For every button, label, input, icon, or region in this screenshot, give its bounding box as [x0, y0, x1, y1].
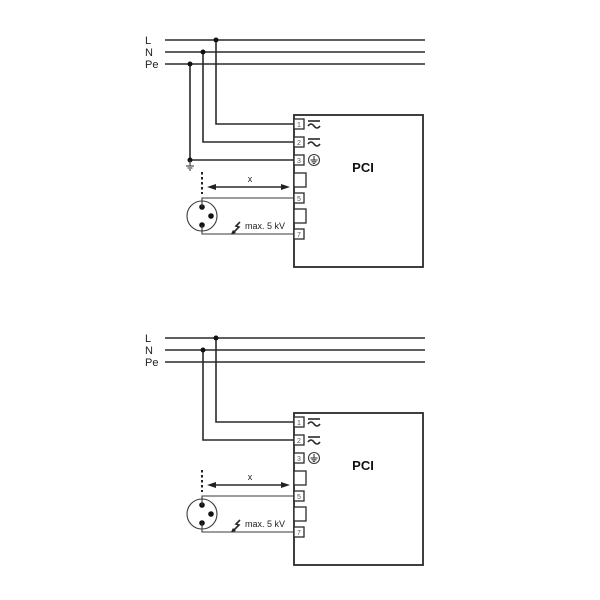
terminal-number-7: 7 — [297, 232, 301, 239]
wire-l-to-terminal-1 — [215, 40, 294, 125]
terminal-3 — [293, 452, 305, 464]
ac-wave — [307, 123, 321, 129]
wire-l-to-terminal-1 — [215, 338, 294, 423]
terminal-number-3: 3 — [297, 456, 301, 463]
terminal-number-2: 2 — [297, 438, 301, 445]
terminal-4 — [293, 470, 307, 486]
junction-dot — [200, 347, 206, 353]
surge-arrow-icon — [231, 221, 241, 234]
wire-connector-to-terminal-5 — [201, 495, 294, 505]
ground-icon — [186, 160, 194, 171]
terminal-number-3: 3 — [297, 158, 301, 165]
terminal-4 — [293, 172, 307, 188]
terminal-6 — [293, 208, 307, 224]
distance-label: x — [248, 174, 253, 184]
junction-dot — [213, 335, 219, 341]
ac-symbol-icon — [307, 138, 321, 147]
ac-wave — [307, 141, 321, 147]
connector-pin — [208, 511, 214, 517]
wire-pe-to-terminal-3 — [189, 64, 294, 161]
terminal-number-1: 1 — [297, 420, 301, 427]
connector-pin — [208, 213, 214, 219]
voltage-label: max. 5 kV — [245, 221, 285, 231]
bus-label-l: L — [145, 35, 151, 47]
ac-wave — [307, 439, 321, 445]
terminal-number-1: 1 — [297, 122, 301, 129]
junction-dot — [187, 61, 193, 67]
wire-connector-to-terminal-7 — [201, 523, 294, 533]
terminal-number-5: 5 — [297, 494, 301, 501]
bus-label-pe: Pe — [145, 357, 158, 369]
junction-dot — [213, 37, 219, 43]
wire-connector-to-terminal-5 — [201, 197, 294, 207]
bus-label-n: N — [145, 345, 153, 357]
dimension-arrow-right — [281, 184, 290, 190]
wire-connector-to-terminal-7 — [201, 225, 294, 235]
surge-arrowhead — [231, 230, 236, 234]
wire-n-to-terminal-2 — [202, 350, 294, 441]
surge-zigzag — [232, 221, 241, 234]
terminal-number-2: 2 — [297, 140, 301, 147]
surge-arrowhead — [231, 528, 236, 532]
terminal-number-7: 7 — [297, 530, 301, 537]
bus-label-n: N — [145, 47, 153, 59]
ac-symbol-icon — [307, 418, 321, 427]
ac-symbol-icon — [307, 120, 321, 129]
distance-label: x — [248, 472, 253, 482]
surge-zigzag — [232, 519, 241, 532]
surge-arrow-icon — [231, 519, 241, 532]
device-label: PCI — [352, 458, 374, 473]
ac-wave — [307, 421, 321, 427]
device-label: PCI — [352, 160, 374, 175]
earth-circle — [307, 153, 321, 167]
wire-n-to-terminal-2 — [202, 52, 294, 143]
device-box — [293, 412, 424, 566]
dimension-arrow-right — [281, 482, 290, 488]
ac-symbol-icon — [307, 436, 321, 445]
protective-earth-icon — [307, 153, 321, 167]
terminal-number-5: 5 — [297, 196, 301, 203]
junction-dot — [200, 49, 206, 55]
bus-label-pe: Pe — [145, 59, 158, 71]
device-box — [293, 114, 424, 268]
voltage-label: max. 5 kV — [245, 519, 285, 529]
dimension-arrow-left — [207, 184, 216, 190]
bus-label-l: L — [145, 333, 151, 345]
earth-circle — [307, 451, 321, 465]
dimension-arrow-left — [207, 482, 216, 488]
terminal-6 — [293, 506, 307, 522]
protective-earth-icon — [307, 451, 321, 465]
